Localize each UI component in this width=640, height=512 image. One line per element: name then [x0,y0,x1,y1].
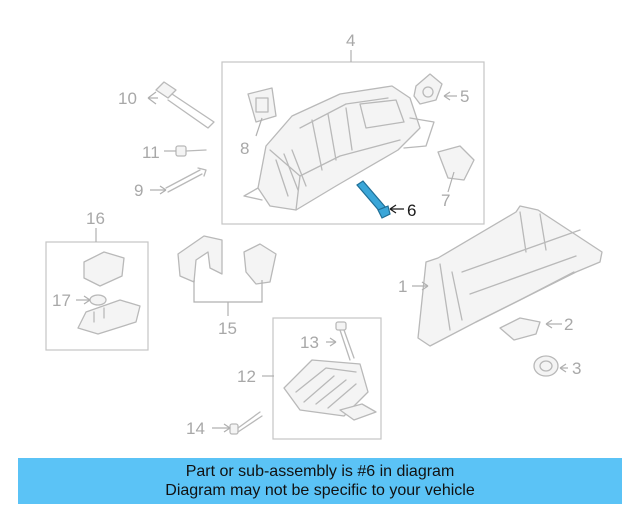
bolt-part-11 [175,145,207,157]
banner-line-2: Diagram may not be specific to your vehi… [165,482,475,499]
strut-part-10 [155,81,215,129]
callout-9: 9 [134,181,143,200]
callout-17: 17 [52,291,71,310]
banner-line-1: Part or sub-assembly is #6 in diagram [185,463,455,480]
callout-2: 2 [564,315,573,334]
latch-part-2 [499,317,541,341]
screw-part-14 [229,411,263,435]
callout-14: 14 [186,419,205,438]
callout-1: 1 [398,277,407,296]
inner-box-part-12 [283,359,377,421]
clip-part-5 [413,73,443,105]
info-banner: Part or sub-assembly is #6 in diagram Di… [18,458,622,504]
callout-13: 13 [300,333,319,352]
bulb-part-17 [89,294,107,306]
glovebox-door-part-1 [417,205,603,347]
bracket-set-part-15 [177,235,277,285]
callout-4: 4 [346,31,355,50]
callout-10: 10 [118,89,137,108]
knob-part-3 [533,355,559,377]
bolt-part-13 [335,321,355,361]
group-frame-16 [45,241,149,351]
cover-part-7 [437,145,475,181]
callout-8: 8 [240,139,249,158]
leader-lines [76,50,568,433]
callout-12: 12 [237,367,256,386]
lamp-assembly-part-16 [77,251,141,335]
parts-diagram: 4 10 5 11 8 9 7 6 16 17 1 2 15 13 3 12 1… [45,31,603,440]
glovebox-housing-part-4 [243,85,435,211]
rod-part-9 [165,167,207,193]
group-frame-12 [272,317,382,440]
bracket-part-8 [247,87,277,123]
callout-11: 11 [142,143,160,162]
callout-3: 3 [572,359,581,378]
callout-5: 5 [460,87,469,106]
callout-16: 16 [86,209,105,228]
callout-7: 7 [441,191,450,210]
rod-part-6 [356,180,391,219]
callout-6: 6 [407,201,416,220]
callout-15: 15 [218,319,237,338]
group-frame-4 [221,61,485,225]
